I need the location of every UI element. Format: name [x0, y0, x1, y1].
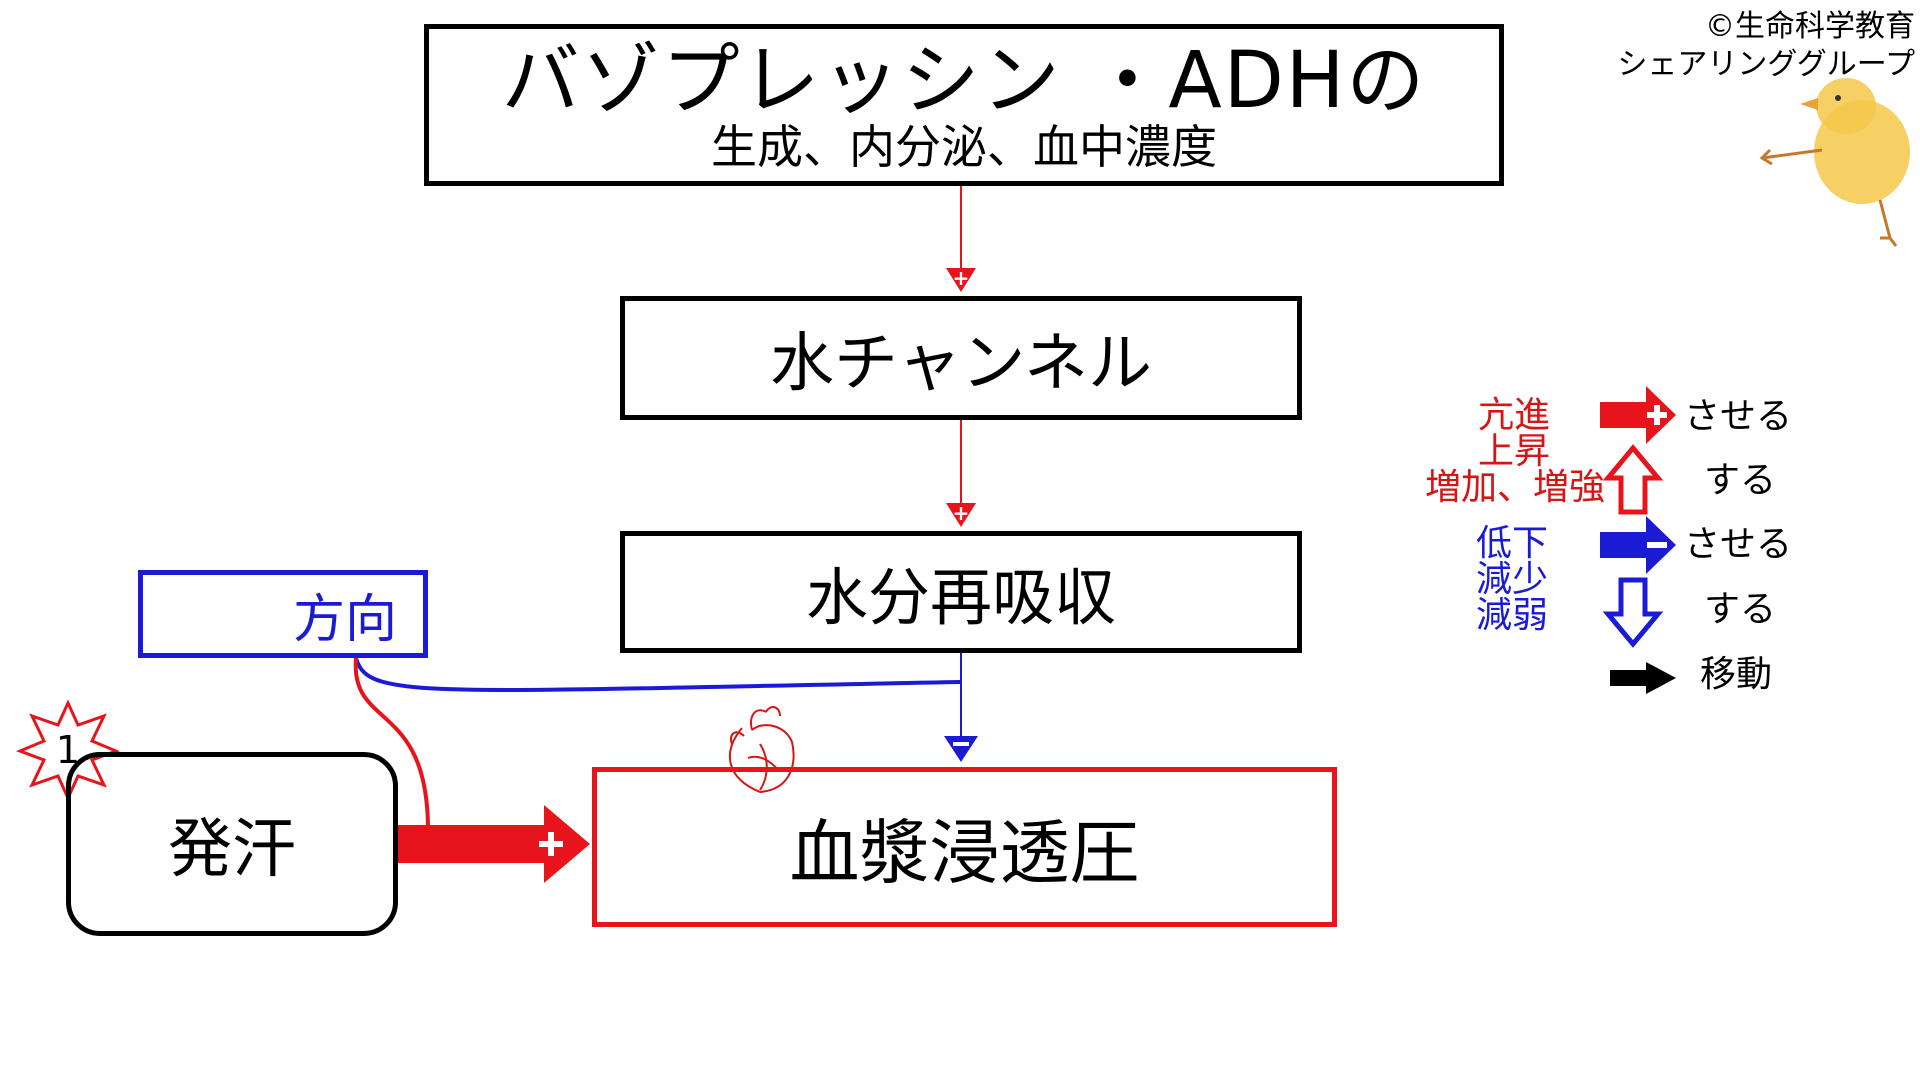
legend-move: 移動	[1700, 654, 1773, 695]
legend-increase-word-1: 亢進	[1477, 395, 1550, 436]
decrease-arrowhead	[944, 736, 978, 762]
legend-decrease-down-arrow-icon	[1602, 577, 1664, 648]
sweating-label: 発汗	[168, 813, 296, 887]
legend-decrease-word-1: 低下	[1476, 523, 1549, 564]
copyright-line-1: ©生命科学教育	[1705, 9, 1915, 44]
sweat-to-plasma-arrowhead	[544, 805, 590, 883]
legend-increase-up-arrow-icon	[1602, 444, 1664, 515]
legend-increase-word-2: 上昇	[1477, 431, 1550, 472]
direction-node: 方向	[138, 570, 428, 658]
direction-line-red	[353, 657, 430, 831]
water-channel-node: 水チャンネル	[620, 296, 1302, 420]
node-title-main: バゾプレッシン ・ADHの	[501, 36, 1427, 126]
legend-decrease-word-2: 減少	[1476, 559, 1549, 600]
plasma-osmolality-label: 血漿浸透圧	[789, 811, 1140, 894]
minus-icon	[953, 742, 969, 746]
legend-decrease-word-3: 減弱	[1476, 595, 1549, 636]
legend-decrease-words: 低下 減少 減弱	[1476, 524, 1548, 636]
legend-increase-word-3: 増加、増強	[1425, 467, 1606, 508]
legend-increase-words: 亢進 上昇	[1380, 396, 1550, 472]
sweating-node: 発汗	[66, 752, 398, 936]
legend-decrease-causative-arrow-icon	[1600, 516, 1676, 574]
plus-icon	[548, 832, 554, 856]
water-reabsorption-node: 水分再吸収	[620, 531, 1302, 653]
increase-arrowhead	[946, 268, 976, 292]
vasopressin-node: バゾプレッシン ・ADHの 生成、内分泌、血中濃度	[424, 24, 1504, 186]
legend-move-arrow-icon	[1610, 662, 1676, 694]
plasma-osmolality-node: 血漿浸透圧	[592, 767, 1337, 927]
copyright-line-2: シェアリンググループ	[1617, 47, 1915, 82]
legend-decrease-intransitive: する	[1704, 589, 1777, 630]
plus-icon: +	[953, 266, 970, 290]
copyright-text: ©生命科学教育 シェアリンググループ	[1565, 8, 1915, 84]
legend-increase-causative-arrow-icon	[1600, 386, 1676, 444]
direction-label: 方向	[292, 589, 397, 650]
legend-decrease-causative: させる	[1684, 524, 1793, 565]
direction-line-blue	[354, 657, 961, 692]
water-channel-label: 水チャンネル	[769, 327, 1153, 401]
badge-number: 1	[55, 728, 81, 772]
node-title-sub: 生成、内分泌、血中濃度	[711, 120, 1217, 174]
chick-icon	[1759, 78, 1910, 247]
water-reabsorption-label: 水分再吸収	[805, 561, 1116, 634]
legend-increase-causative: させる	[1684, 396, 1793, 437]
legend-increase-intransitive: する	[1704, 460, 1777, 501]
plus-icon: +	[953, 501, 970, 525]
sweat-to-plasma-arrow-shaft	[398, 825, 544, 863]
increase-arrowhead	[946, 503, 976, 527]
